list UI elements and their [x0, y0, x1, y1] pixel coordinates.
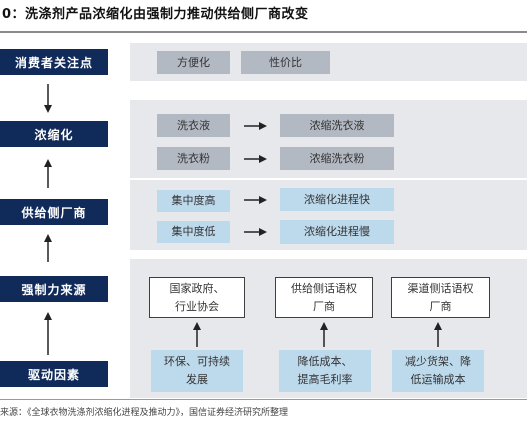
- box-high-concentration: 集中度高: [157, 190, 230, 212]
- box-concentrated-powder: 浓缩洗衣粉: [280, 147, 394, 170]
- box-supply-power-makers: 供给侧话语权 厂商: [275, 277, 373, 318]
- box-cost-performance: 性价比: [241, 51, 330, 74]
- label-concentration: 浓缩化: [0, 121, 108, 147]
- footer-divider: [0, 399, 527, 400]
- label-force-source: 强制力来源: [0, 276, 108, 302]
- box-fast-progress: 浓缩化进程快: [280, 188, 394, 211]
- label-drivers: 驱动因素: [0, 361, 108, 387]
- box-powder-detergent: 洗衣粉: [157, 147, 230, 170]
- box-shelf-transport: 减少货架、降 低运输成本: [392, 350, 484, 392]
- box-government-associations: 国家政府、 行业协会: [149, 277, 245, 318]
- box-channel-power-makers: 渠道侧话语权 厂商: [391, 277, 490, 318]
- box-low-concentration: 集中度低: [157, 221, 230, 243]
- box-liquid-detergent: 洗衣液: [157, 114, 230, 137]
- box-environmental-sustainability: 环保、可持续 发展: [151, 350, 243, 392]
- title-divider: [0, 31, 527, 33]
- box-convenience: 方便化: [157, 51, 230, 74]
- label-consumer-focus: 消费者关注点: [0, 49, 108, 75]
- box-concentrated-liquid: 浓缩洗衣液: [280, 114, 394, 137]
- label-supply-side: 供给侧厂商: [0, 199, 108, 225]
- source-note: 来源：《全球衣物洗涤剂浓缩化进程及推动力》，国信证券经济研究所整理: [0, 408, 289, 418]
- figure-title: 0：洗涤剂产品浓缩化由强制力推动供给侧厂商改变: [2, 7, 309, 22]
- box-cost-margin: 降低成本、 提高毛利率: [279, 350, 371, 392]
- box-slow-progress: 浓缩化进程慢: [280, 220, 394, 244]
